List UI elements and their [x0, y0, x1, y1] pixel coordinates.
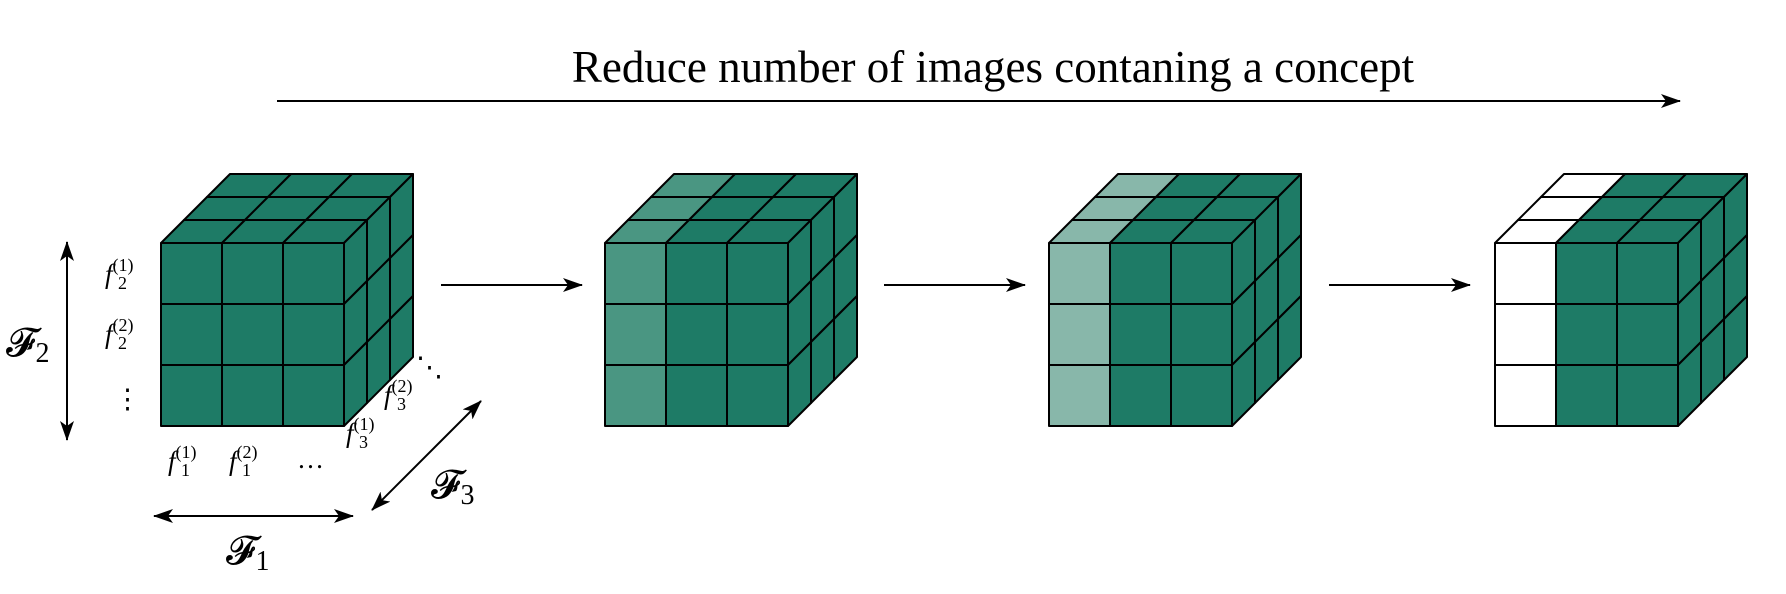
cube-3-front-cell: [1170, 303, 1233, 366]
label-f3-ellipsis: ⋱: [416, 352, 443, 382]
cube-2-side-cell: [833, 295, 858, 381]
cube-3-front-cell: [1048, 242, 1111, 305]
cube-2-front-cell: [604, 364, 667, 427]
cube-4-front-cell: [1494, 303, 1557, 366]
cube-4-front-cell: [1616, 242, 1679, 305]
f3-axis-label: 𝓕3: [431, 462, 475, 511]
label-f1-2: f(2)1: [229, 442, 258, 480]
f2-sub: 2: [36, 338, 50, 369]
cube-1-front-cell: [160, 303, 223, 366]
label-f3-1: f(1)3: [346, 414, 375, 452]
label-f2-1: f(1)2: [105, 255, 134, 293]
cube-4-front-cell: [1494, 242, 1557, 305]
label-f2-ellipsis: ⋮: [114, 384, 141, 414]
cube-1-front-cell: [160, 364, 223, 427]
f3-axis-arrow: [371, 400, 482, 511]
label-f1-1: f(1)1: [168, 442, 197, 480]
cube-3-front-cell: [1170, 242, 1233, 305]
cube-4-front-cell: [1555, 303, 1618, 366]
cube-1-front-cell: [160, 242, 223, 305]
label-f2-2: f(2)2: [105, 315, 134, 353]
cube-4-front-cell: [1555, 242, 1618, 305]
cube-1-front-cell: [282, 364, 345, 427]
cube-4-front-cell: [1555, 364, 1618, 427]
cube-2-front-cell: [726, 303, 789, 366]
f1-sub: 1: [256, 546, 270, 577]
cube-3-front-cell: [1048, 364, 1111, 427]
cube-2-front-cell: [665, 242, 728, 305]
cube-3-front-cell: [1048, 303, 1111, 366]
cube-1-front-cell: [221, 303, 284, 366]
cube-1-front-cell: [221, 364, 284, 427]
label-f3-2: f(2)3: [384, 376, 413, 414]
cube-3-side-cell: [1277, 295, 1302, 381]
diagram-title: Reduce number of images contaning a conc…: [572, 42, 1415, 92]
cube-4-front-cell: [1616, 303, 1679, 366]
label-f1-ellipsis: …: [297, 444, 324, 474]
cube-1-side-cell: [389, 295, 414, 381]
f1-axis-label: 𝓕1: [226, 528, 270, 577]
cube-1-front-cell: [221, 242, 284, 305]
f2-axis-label: 𝓕2: [6, 320, 50, 369]
cube-1-front-cell: [282, 242, 345, 305]
cube-1-front-cell: [282, 303, 345, 366]
cubes-group: [160, 173, 1748, 427]
cube-3-front-cell: [1109, 303, 1172, 366]
cube-2-front-cell: [665, 303, 728, 366]
cube-2-front-cell: [726, 242, 789, 305]
cube-3-front-cell: [1170, 364, 1233, 427]
cube-2-front-cell: [665, 364, 728, 427]
cube-3-front-cell: [1109, 364, 1172, 427]
cube-4-side-cell: [1723, 295, 1748, 381]
cube-4-front-cell: [1616, 364, 1679, 427]
cube-3-front-cell: [1109, 242, 1172, 305]
cube-4-front-cell: [1494, 364, 1557, 427]
f3-sub: 3: [461, 480, 475, 511]
cube-2-front-cell: [604, 303, 667, 366]
cube-2-front-cell: [604, 242, 667, 305]
cube-2-front-cell: [726, 364, 789, 427]
